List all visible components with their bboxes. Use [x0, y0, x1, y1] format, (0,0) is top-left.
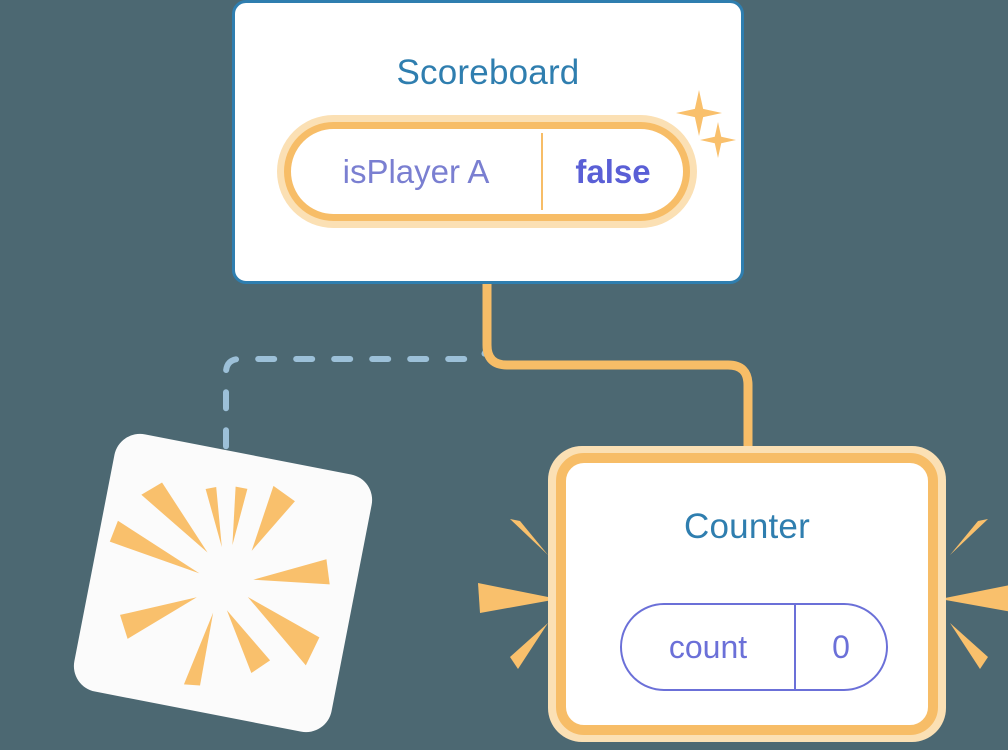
pill-divider: [541, 133, 543, 210]
counter-card-title: Counter: [684, 507, 810, 546]
counter-property-key: count: [668, 629, 748, 665]
connector-dashed-to-burst: [223, 297, 490, 473]
scoreboard-property-value: false: [575, 153, 651, 190]
counter-left-rays-icon: [478, 519, 558, 669]
rerender-burst-card[interactable]: [69, 429, 377, 737]
counter-property-value: 0: [832, 629, 850, 665]
scoreboard-property-key: isPlayer A: [342, 153, 490, 190]
counter-right-rays-icon: [940, 519, 1008, 669]
burst-rays-icon: [109, 482, 330, 686]
pill-divider: [794, 605, 796, 689]
scoreboard-card[interactable]: Scoreboard isPlayer A false: [232, 0, 744, 284]
counter-property-pill[interactable]: count 0: [620, 603, 888, 691]
scoreboard-card-title: Scoreboard: [396, 53, 580, 92]
connector-solid-to-counter: [482, 273, 753, 473]
counter-card[interactable]: Counter count 0: [556, 453, 938, 735]
scoreboard-property-pill[interactable]: isPlayer A false: [277, 115, 697, 228]
